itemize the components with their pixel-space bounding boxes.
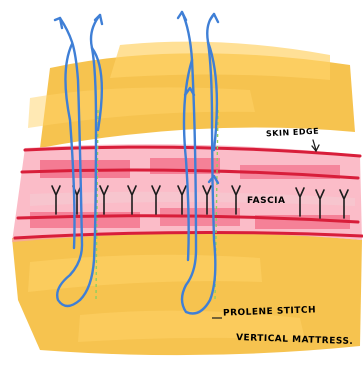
follicle: [295, 187, 305, 217]
fat-layer: [12, 41, 362, 356]
follicle: [315, 189, 325, 219]
follicle: [177, 185, 187, 215]
follicle: [339, 189, 349, 219]
follicle: [127, 185, 137, 215]
left-suture-loop: [53, 13, 104, 308]
follicle: [231, 185, 241, 215]
follicle: [151, 185, 161, 215]
skin-edge-pointer-icon: [311, 139, 320, 153]
follicle: [51, 185, 61, 215]
right-suture-loop: [176, 10, 220, 315]
follicle: [202, 185, 212, 215]
follicle: [99, 185, 109, 215]
fascia-label: FASCIA: [247, 196, 286, 206]
